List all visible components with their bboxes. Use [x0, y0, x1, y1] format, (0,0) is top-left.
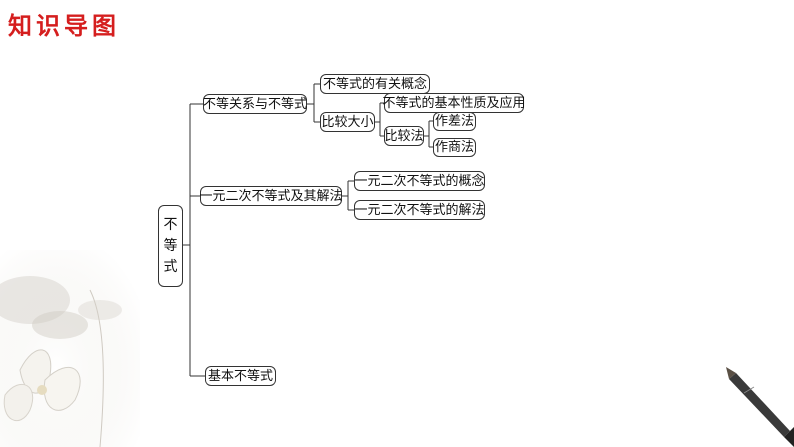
root-char: 式: [163, 259, 178, 276]
root-node: 不 等 式: [158, 205, 183, 287]
node-quadratic-solution: 一元二次不等式的解法: [354, 200, 485, 220]
node-quadratic-inequality: 一元二次不等式及其解法: [200, 186, 343, 206]
node-quotient-method: 作商法: [433, 138, 476, 157]
page-title: 知识导图: [8, 11, 120, 40]
node-basic-properties: 不等式的基本性质及应用: [383, 93, 526, 113]
lotus-flower-decoration: [0, 250, 140, 447]
node-compare-size: 比较大小: [320, 112, 375, 132]
node-inequality-concept: 不等式的有关概念: [320, 74, 430, 94]
root-char: 不: [163, 216, 178, 233]
node-comparison-method: 比较法: [384, 126, 424, 146]
node-inequality-relation: 不等关系与不等式: [203, 94, 307, 114]
brush-pen-decoration: [726, 367, 794, 447]
node-basic-inequality: 基本不等式: [205, 366, 276, 386]
node-difference-method: 作差法: [433, 112, 476, 131]
node-quadratic-concept: 一元二次不等式的概念: [354, 171, 485, 191]
root-char: 等: [163, 237, 178, 254]
